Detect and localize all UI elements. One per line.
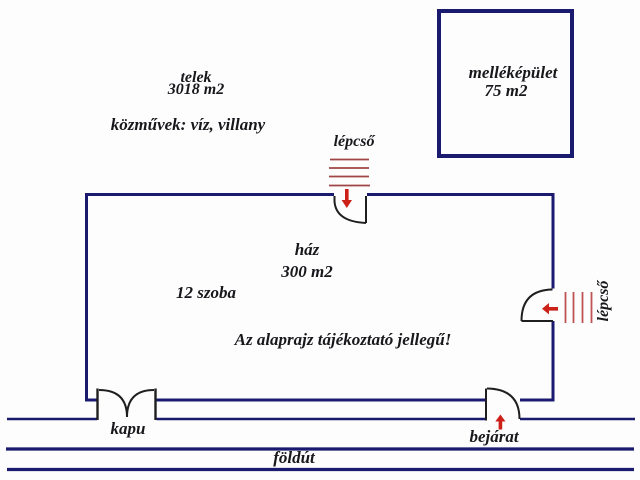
stairs-right-hatching [564,292,593,323]
outbuilding-name: melléképület [468,63,558,82]
right-door-symbol [520,288,553,322]
top-door-swing-arc [333,200,367,224]
plot-name: telek [180,69,212,86]
dirt-road-lines [6,447,634,472]
stairs-top-label: lépcső [333,133,375,150]
plot-area: 3018 m2 [167,81,225,98]
outbuilding-label: melléképület 75 m2 [455,64,558,100]
plot-label: telek 3018 m2 [167,69,225,98]
gate-label: kapu [110,419,146,438]
house-label: ház 300 m2 [281,239,332,283]
top-door-down-arrow-icon [341,189,352,208]
gate-swing-arc-left [98,389,128,418]
rooms-label: 12 szoba [176,283,236,302]
house-area: 300 m2 [281,262,333,281]
gate-swing-arc-right [126,389,155,418]
road-label: földút [273,448,315,467]
entrance-door-symbol [485,387,521,421]
stairs-top-hatching [329,158,370,187]
disclaimer-label: Az alaprajz tájékoztató jellegű! [234,330,452,349]
house-outline [85,193,555,402]
entrance-label: bejárat [469,427,519,446]
entrance-door-swing-arc [486,387,521,420]
gate-symbol [96,388,157,420]
house-name: ház [294,240,320,259]
stairs-right-label: lépcső [595,280,612,322]
outbuilding-outline [437,9,574,158]
entrance-up-arrow-icon [495,414,506,430]
outbuilding-area: 75 m2 [484,81,528,100]
top-door-symbol [333,196,367,224]
utilities-label: közművek: víz, villany [110,115,266,134]
right-door-left-arrow-icon [542,303,558,315]
right-door-swing-arc [520,288,553,322]
